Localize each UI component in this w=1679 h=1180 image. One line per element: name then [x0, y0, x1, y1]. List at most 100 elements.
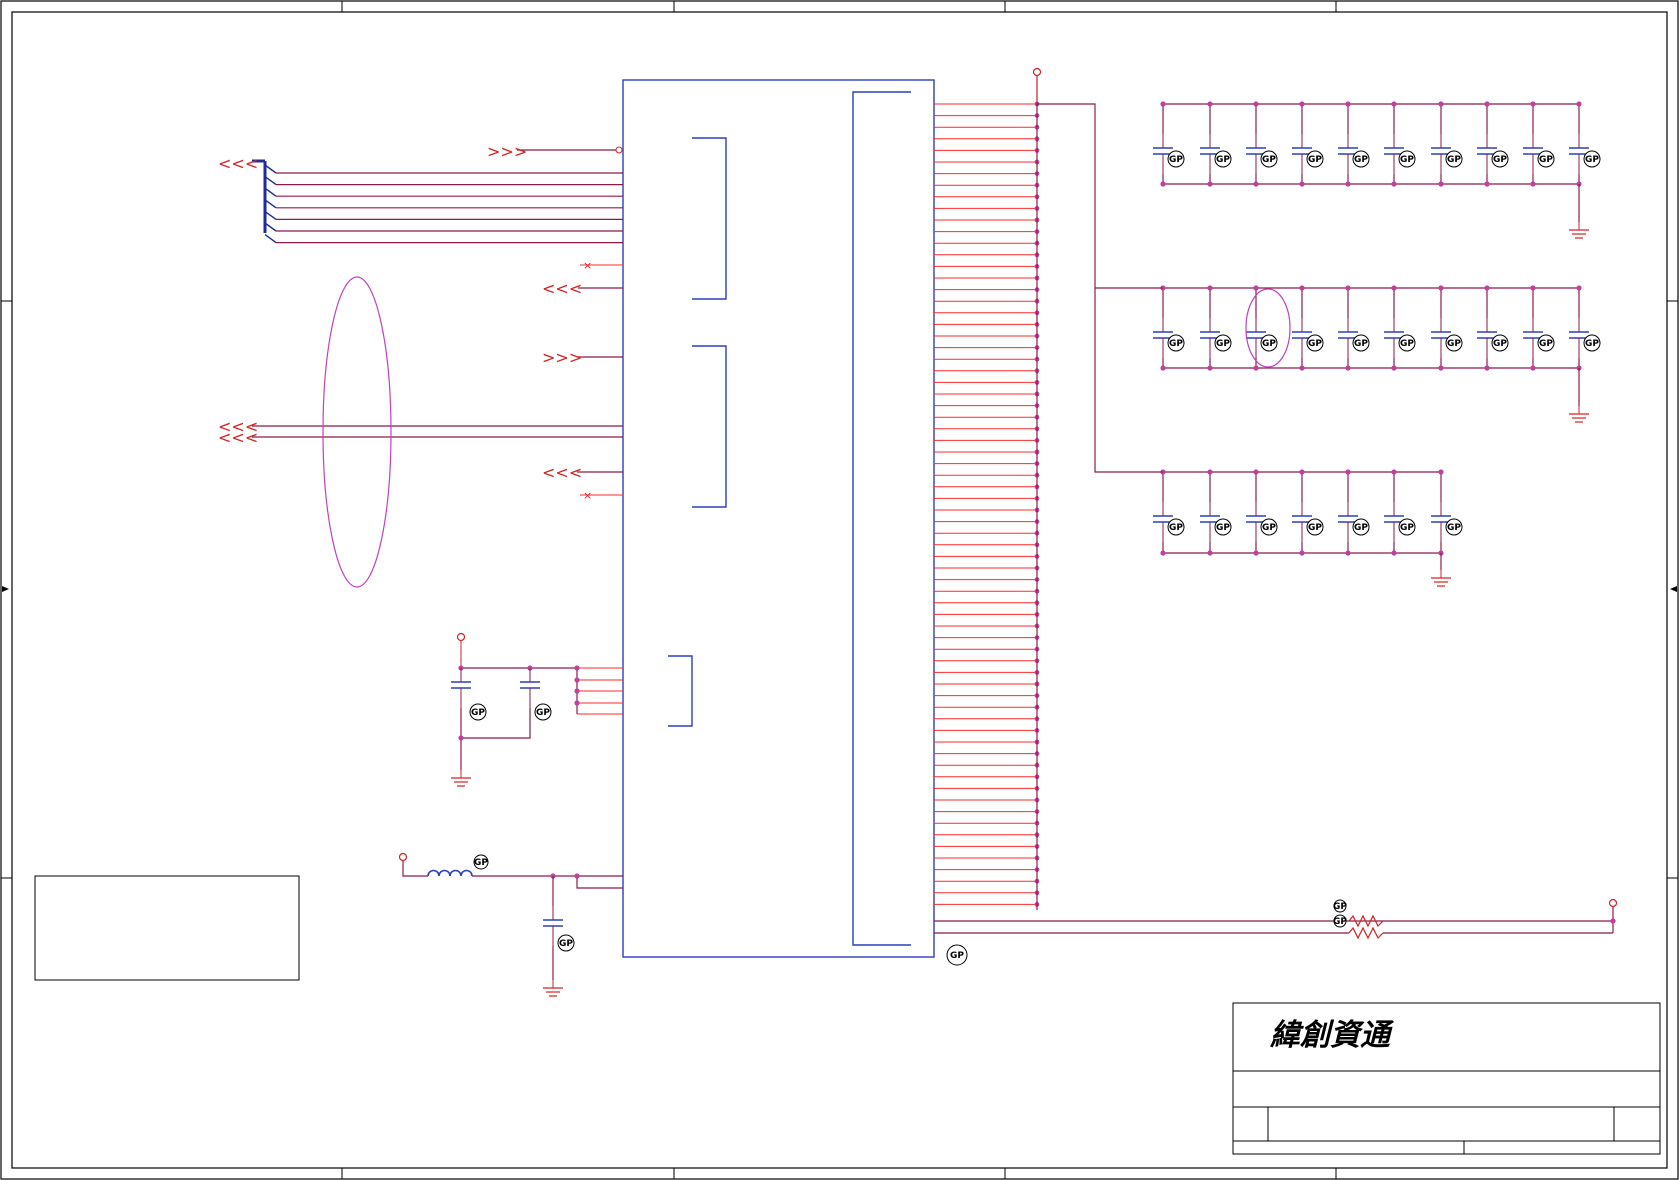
svg-text:GP: GP — [1308, 523, 1322, 533]
svg-text:GP: GP — [1354, 155, 1368, 165]
svg-text:GP: GP — [1400, 155, 1414, 165]
svg-text:GP: GP — [1262, 339, 1276, 349]
company-logo-text: 緯創資通 — [1269, 1018, 1395, 1053]
svg-text:GP: GP — [1539, 155, 1553, 165]
svg-text:<<<: <<< — [218, 154, 258, 173]
svg-text:GP: GP — [1447, 155, 1461, 165]
ground-symbol — [1568, 405, 1590, 423]
svg-text:GP: GP — [1354, 523, 1368, 533]
gp-marker: GP — [1491, 334, 1509, 352]
left-signal-group-1: >>> × <<< — [487, 142, 623, 298]
power-rail-right — [1032, 67, 1042, 910]
svg-text:GP: GP — [471, 708, 485, 718]
gp-marker: GP — [1537, 150, 1555, 168]
gp-marker: GP — [1445, 518, 1463, 536]
gp-marker: GP — [1333, 899, 1347, 913]
capacitor-bank-2: GP GP GP GP GP GP GP GP GP GP — [1152, 285, 1601, 423]
svg-text:GP: GP — [1493, 155, 1507, 165]
gp-marker: GP — [1306, 518, 1324, 536]
left-bus-inputs: <<< — [218, 154, 623, 244]
gp-marker: GP — [1306, 334, 1324, 352]
gp-markers: GP GP GP GP GP GP GP — [469, 703, 1347, 966]
svg-text:>>>: >>> — [542, 348, 582, 367]
gp-marker: GP — [1491, 150, 1509, 168]
no-connect-1: × — [583, 259, 592, 272]
ground-symbol — [1568, 221, 1590, 239]
gp-marker: GP — [1167, 518, 1185, 536]
ground-symbol — [1430, 569, 1452, 587]
gp-marker: GP — [1167, 150, 1185, 168]
svg-text:GP: GP — [950, 951, 964, 961]
svg-text:GP: GP — [1216, 339, 1230, 349]
annotation-ellipse — [322, 276, 392, 588]
gp-marker: GP — [1445, 150, 1463, 168]
svg-text:GP: GP — [1216, 155, 1230, 165]
gp-marker: GP — [534, 703, 552, 721]
gp-marker: GP — [946, 944, 968, 966]
svg-text:GP: GP — [1333, 902, 1347, 912]
gp-marker: GP — [1352, 518, 1370, 536]
inductor-filter — [398, 852, 623, 997]
svg-text:<<<: <<< — [218, 428, 258, 447]
no-connect-2: × — [583, 489, 592, 502]
svg-text:GP: GP — [1169, 339, 1183, 349]
title-block: 緯創資通 — [1232, 1002, 1661, 1155]
gp-marker: GP — [1306, 150, 1324, 168]
svg-text:GP: GP — [1333, 917, 1347, 927]
svg-text:GP: GP — [1262, 155, 1276, 165]
svg-text:<<<: <<< — [542, 463, 582, 482]
svg-text:>>>: >>> — [487, 142, 527, 161]
svg-text:GP: GP — [1308, 155, 1322, 165]
svg-text:GP: GP — [1262, 523, 1276, 533]
svg-text:<<<: <<< — [218, 417, 258, 436]
bottom-resistors — [934, 898, 1618, 940]
svg-text:GP: GP — [559, 939, 573, 949]
svg-text:GP: GP — [1447, 339, 1461, 349]
gp-marker: GP — [1583, 150, 1601, 168]
gp-marker: GP — [469, 703, 487, 721]
gp-marker: GP — [1398, 518, 1416, 536]
bank-feed-wire — [1037, 103, 1163, 473]
svg-text:GP: GP — [474, 858, 488, 868]
svg-text:GP: GP — [1585, 155, 1599, 165]
svg-text:GP: GP — [1493, 339, 1507, 349]
main-connector-body — [622, 79, 935, 958]
capacitor-bank-1: GP GP GP GP GP GP GP GP GP GP — [1152, 101, 1601, 239]
svg-text:<<<: <<< — [542, 279, 582, 298]
gp-marker: GP — [1167, 334, 1185, 352]
gp-marker: GP — [1260, 334, 1278, 352]
capacitor-bank-3: GP GP GP GP GP GP GP — [1152, 469, 1463, 587]
svg-text:GP: GP — [1308, 339, 1322, 349]
svg-text:GP: GP — [1169, 523, 1183, 533]
gp-marker: GP — [1398, 150, 1416, 168]
gp-marker: GP — [1583, 334, 1601, 352]
left-signal-group-2: >>> <<< <<< <<< × — [218, 276, 623, 588]
gp-marker: GP — [1214, 334, 1232, 352]
gp-marker: GP — [557, 934, 575, 952]
gp-marker: GP — [1214, 150, 1232, 168]
svg-text:GP: GP — [1400, 339, 1414, 349]
gp-marker: GP — [1537, 334, 1555, 352]
svg-text:GP: GP — [1585, 339, 1599, 349]
gp-marker: GP — [1398, 334, 1416, 352]
gp-marker: GP — [1260, 150, 1278, 168]
svg-text:GP: GP — [1447, 523, 1461, 533]
svg-text:GP: GP — [1216, 523, 1230, 533]
notes-box — [34, 875, 300, 981]
svg-text:GP: GP — [1539, 339, 1553, 349]
svg-text:GP: GP — [1354, 339, 1368, 349]
gp-marker: GP — [1260, 518, 1278, 536]
svg-text:GP: GP — [1169, 155, 1183, 165]
svg-text:GP: GP — [1400, 523, 1414, 533]
gp-marker: GP — [1214, 518, 1232, 536]
gp-marker: GP — [1333, 914, 1347, 928]
gp-marker: GP — [473, 854, 489, 870]
gp-marker: GP — [1445, 334, 1463, 352]
svg-text:GP: GP — [536, 708, 550, 718]
right-pin-array — [934, 101, 1040, 907]
annotation-ellipse-small — [1245, 288, 1291, 368]
power-decoupling-left — [450, 632, 623, 787]
gp-marker: GP — [1352, 334, 1370, 352]
